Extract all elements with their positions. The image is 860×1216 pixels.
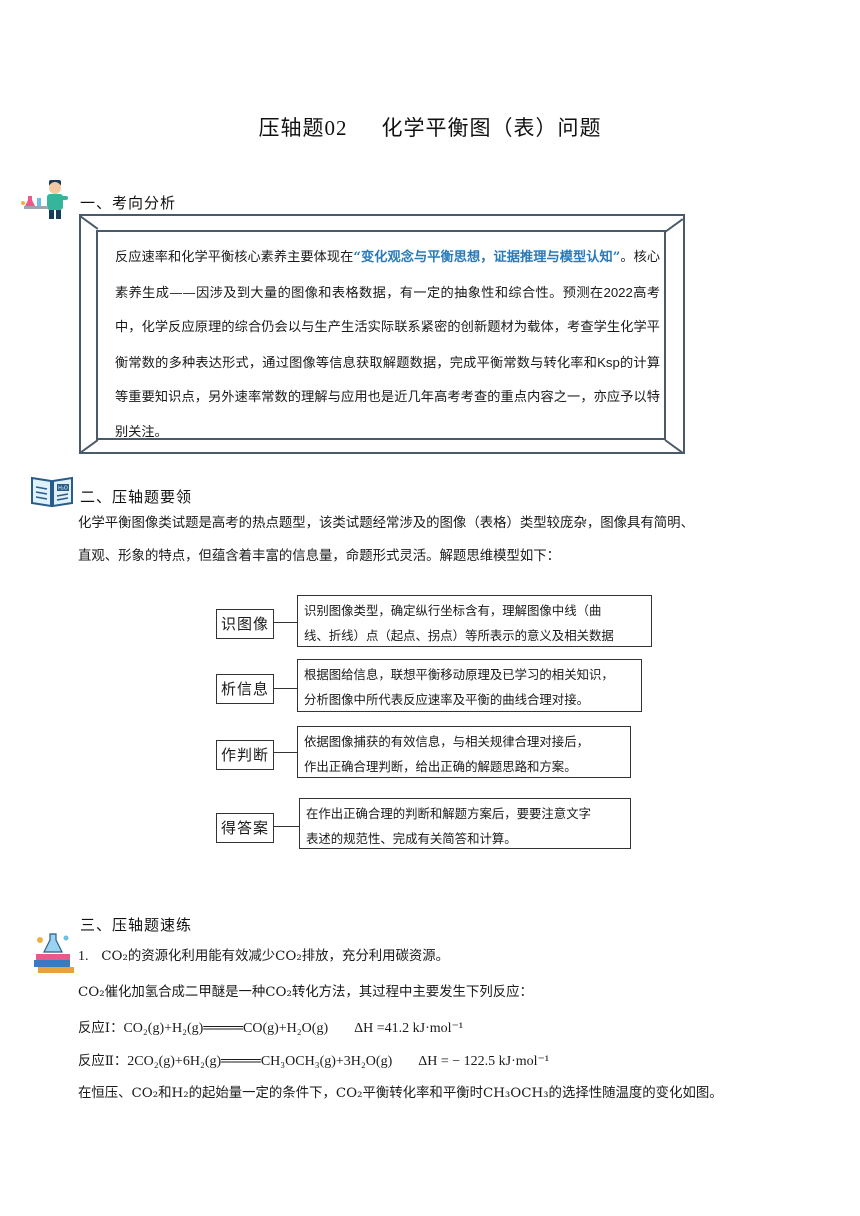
question-line: 在恒压、CO₂和H₂的起始量一定的条件下，CO₂平衡转化率和平衡时CH₃OCH₃… — [78, 1086, 723, 1101]
step-desc-line: 在作出正确合理的判断和解题方案后，要要注意文字 — [306, 806, 591, 821]
section3-heading: 三、压轴题速练 — [80, 916, 193, 934]
book-icon: H₂O — [31, 476, 73, 508]
title-text: 化学平衡图（表）问题 — [381, 116, 602, 140]
analysis-text-part: 。核心素养生成——因涉及到大量的图像和表格数据，有一定的抽象性和综合性。预测在 — [115, 250, 661, 301]
step-desc-line: 作出正确合理判断，给出正确的解题思路和方案。 — [304, 759, 577, 774]
step-desc-line: 表述的规范性、完成有关简答和计算。 — [306, 831, 517, 846]
step-label-answer: 得答案 — [216, 813, 274, 843]
section2-heading: 二、压轴题要领 — [80, 488, 193, 506]
section2-intro-line: 直观、形象的特点，但蕴含着丰富的信息量，命题形式灵活。解题思维模型如下： — [78, 549, 561, 564]
step-desc-line: 根据图给信息，联想平衡移动原理及已学习的相关知识， — [304, 667, 614, 682]
question-line: CO₂催化加氢合成二甲醚是一种CO₂转化方法，其过程中主要发生下列反应： — [78, 985, 533, 1000]
analysis-text: 反应速率和化学平衡核心素养主要体现在“变化观念与平衡思想，证据推理与模型认知”。… — [115, 241, 660, 450]
ksp-text: Ksp — [597, 354, 620, 370]
section2-intro: 化学平衡图像类试题是高考的热点题型，该类试题经常涉及的图像（表格）类型较庞杂，图… — [78, 507, 798, 573]
title-prefix: 压轴题 — [258, 116, 325, 140]
question-number: 1. — [78, 949, 89, 964]
question-text: CO₂的资源化利用能有效减少CO₂排放，充分利用碳资源。 — [101, 949, 450, 964]
step-desc-line: 依据图像捕获的有效信息，与相关规律合理对接后， — [304, 734, 589, 749]
step-label-judge: 作判断 — [216, 740, 274, 770]
analysis-text-part: 高考中，化学反应原理的综合仍会以与生产生活实际联系紧密的创新题材为载体，考查学生… — [115, 285, 661, 371]
step-connector — [274, 622, 298, 623]
analysis-frame-inner — [96, 230, 666, 440]
reaction-label: 反应Ⅰ： — [78, 1021, 124, 1036]
reaction-2: 反应Ⅱ：2CO₂(g)+6H₂(g)════CH₃OCH₃(g)+3H₂O(g)… — [78, 1049, 818, 1070]
step-connector — [274, 826, 300, 827]
step-desc-judge: 依据图像捕获的有效信息，与相关规律合理对接后， 作出正确合理判断，给出正确的解题… — [297, 726, 631, 778]
section1-heading: 一、考向分析 — [80, 194, 177, 212]
step-desc-analyze-info: 根据图给信息，联想平衡移动原理及已学习的相关知识， 分析图像中所代表反应速率及平… — [297, 659, 642, 712]
reaction-enthalpy: ΔH = − 122.5 kJ·mol⁻¹ — [418, 1054, 550, 1069]
step-label-analyze-info: 析信息 — [216, 674, 274, 704]
reaction-1: 反应Ⅰ：CO₂(g)+H₂(g)════CO(g)+H₂O(g) ΔH =41.2… — [78, 1016, 818, 1037]
key-literacy-highlight: “变化观念与平衡思想，证据推理与模型认知” — [353, 250, 621, 265]
page-title: 压轴题02 化学平衡图（表）问题 — [0, 112, 860, 142]
analysis-text-part: 反应速率和化学平衡核心素养主要体现在 — [115, 250, 354, 265]
reaction-equation: CO₂(g)+H₂(g)════CO(g)+H₂O(g) — [123, 1021, 329, 1036]
books-flask-icon — [34, 933, 74, 973]
title-number: 02 — [324, 116, 348, 140]
reaction-equation: 2CO₂(g)+6H₂(g)════CH₃OCH₃(g)+3H₂O(g) — [127, 1054, 393, 1069]
year-text: 2022 — [603, 284, 633, 300]
step-label-read-graph: 识图像 — [216, 609, 274, 639]
step-desc-line: 识别图像类型，确定纵行坐标含有，理解图像中线（曲 — [304, 603, 602, 618]
step-desc-answer: 在作出正确合理的判断和解题方案后，要要注意文字 表述的规范性、完成有关简答和计算… — [299, 798, 631, 849]
question-line: 1. CO₂的资源化利用能有效减少CO₂排放，充分利用碳资源。 — [78, 944, 818, 965]
step-desc-line: 分析图像中所代表反应速率及平衡的曲线合理对接。 — [304, 692, 589, 707]
step-connector — [274, 688, 298, 689]
analysis-frame-outer — [79, 214, 685, 454]
book-icon-label: H₂O — [58, 486, 68, 492]
step-connector — [274, 752, 298, 753]
reaction-label: 反应Ⅱ： — [78, 1054, 128, 1069]
scientist-icon — [21, 180, 68, 219]
section2-intro-line: 化学平衡图像类试题是高考的热点题型，该类试题经常涉及的图像（表格）类型较庞杂，图… — [78, 516, 694, 531]
analysis-text-part: 的计算等重要知识点，另外速率常数的理解与应用也是近几年高考考查的重点内容之一，亦… — [115, 355, 661, 440]
reaction-enthalpy: ΔH =41.2 kJ·mol⁻¹ — [354, 1021, 464, 1036]
step-desc-line: 线、折线）点（起点、拐点）等所表示的意义及相关数据 — [304, 628, 614, 643]
step-desc-read-graph: 识别图像类型，确定纵行坐标含有，理解图像中线（曲 线、折线）点（起点、拐点）等所… — [297, 595, 652, 647]
